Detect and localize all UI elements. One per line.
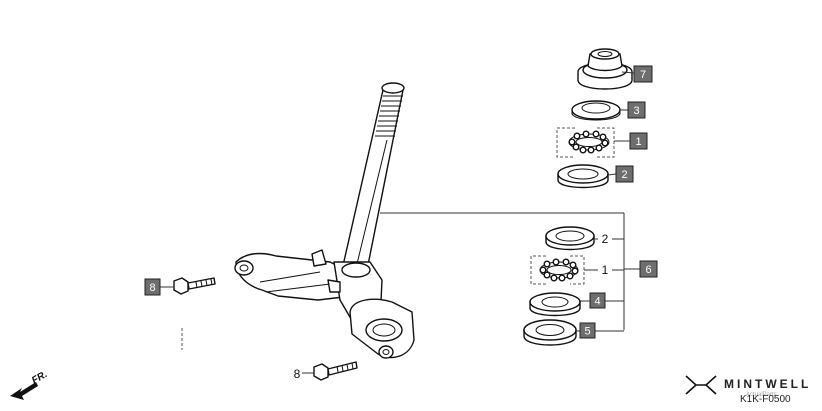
bottom-dust-seal[interactable]	[529, 292, 581, 317]
front-direction-arrow: FR.	[10, 369, 49, 400]
callout-top-race: 2	[615, 165, 634, 183]
top-dust-seal[interactable]	[571, 100, 621, 121]
label-bottom-race: 2	[602, 232, 609, 246]
watermark: ActualParts	[746, 392, 777, 398]
mintwell-logo	[685, 375, 717, 395]
svg-text:6: 6	[645, 264, 651, 276]
top-ball-retainer[interactable]	[556, 127, 615, 158]
bottom-race[interactable]	[545, 226, 595, 251]
top-race[interactable]	[557, 164, 609, 189]
callout-top-ball-retainer: 1	[629, 132, 648, 150]
callout-bracket-bolt: 8	[144, 278, 161, 296]
callout-bottom-kit: 6	[639, 260, 658, 278]
bottom-ball-retainer[interactable]	[530, 255, 585, 285]
label-pinch-bolt: 8	[294, 367, 301, 381]
svg-text:3: 3	[633, 105, 639, 117]
front-direction-label: FR.	[30, 369, 49, 387]
bracket-bolt[interactable]	[173, 277, 216, 295]
steering-stem[interactable]	[341, 82, 405, 276]
svg-text:8: 8	[149, 282, 155, 294]
svg-text:1: 1	[635, 136, 641, 148]
brand-name: MINTWELL	[724, 377, 811, 391]
top-cone-race[interactable]	[577, 48, 633, 90]
label-bottom-ball-retainer: 1	[602, 263, 609, 277]
svg-text:4: 4	[594, 296, 600, 308]
callout-top-cone-race: 7	[633, 65, 653, 83]
bottom-cone-race[interactable]	[523, 319, 577, 346]
diagram-code: K1K-F0500	[740, 394, 791, 405]
svg-text:5: 5	[584, 326, 590, 338]
svg-text:2: 2	[621, 169, 627, 181]
callout-top-dust-seal: 3	[627, 101, 646, 119]
bottom-bridge[interactable]	[234, 249, 415, 359]
callout-bottom-dust-seal: 4	[589, 292, 606, 309]
pinch-bolt[interactable]	[313, 361, 358, 381]
leader-lines	[160, 71, 640, 374]
callout-bottom-cone-race: 5	[579, 322, 596, 339]
svg-text:7: 7	[640, 69, 646, 81]
